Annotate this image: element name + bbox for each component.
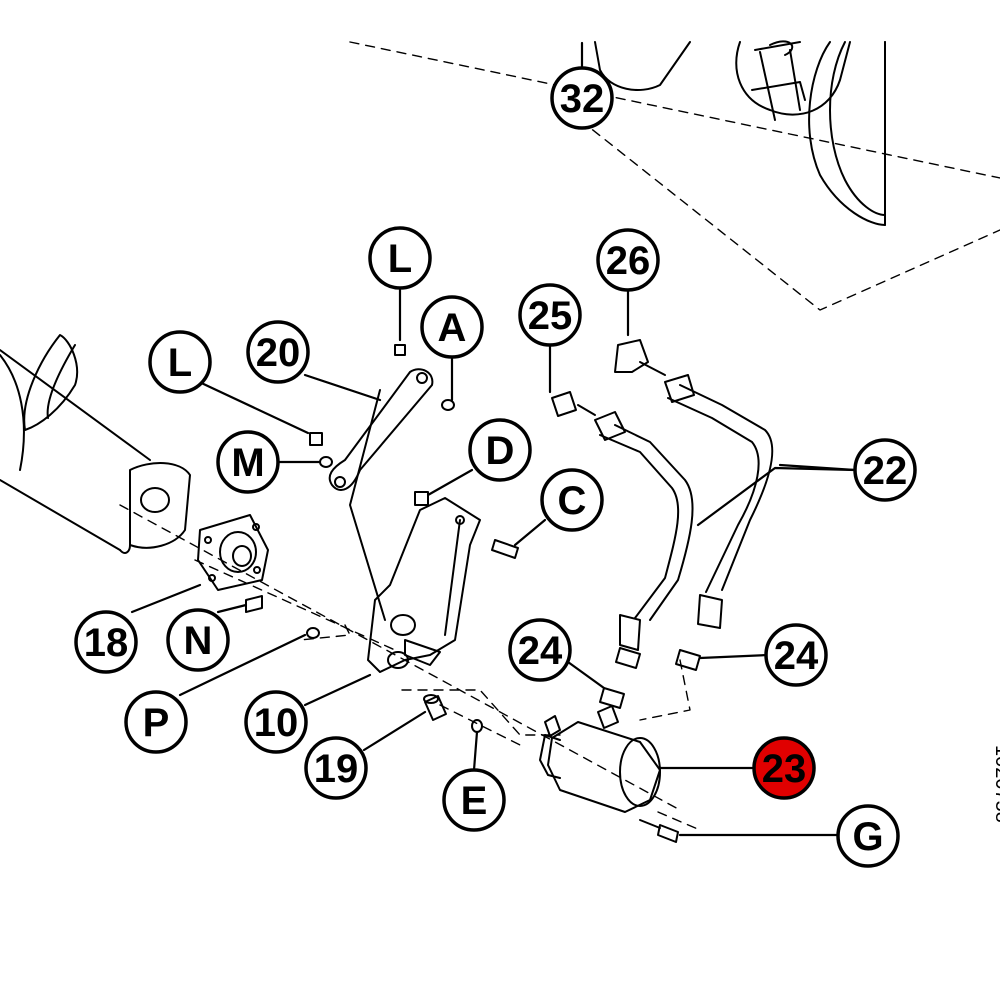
callout-23-label: 23 [762, 747, 807, 791]
upper-auger-tube [594, 40, 886, 226]
callout-25: 25 [518, 283, 582, 347]
callout-N: N [166, 608, 230, 672]
callout-P-label: P [143, 701, 170, 745]
callout-P: P [124, 690, 188, 754]
callout-D: D [468, 418, 532, 482]
callout-20-label: 20 [256, 331, 301, 375]
callout-C-label: C [558, 479, 587, 523]
callout-E-label: E [461, 779, 488, 823]
callout-18-label: 18 [84, 621, 129, 665]
callout-L-left: L [148, 330, 212, 394]
bearing-flange-part [197, 514, 269, 591]
callout-L-left-label: L [168, 341, 192, 385]
bushing-part [423, 694, 447, 721]
callout-L-upper: L [368, 226, 432, 290]
callout-18: 18 [74, 610, 138, 674]
callout-G: G [836, 804, 900, 868]
callout-A-label: A [438, 306, 467, 350]
document-number: 1020758 [991, 745, 1000, 823]
callout-L-upper-label: L [388, 237, 412, 281]
callout-N-label: N [184, 619, 213, 663]
callout-E: E [442, 768, 506, 832]
callout-A: A [420, 295, 484, 359]
callout-D-label: D [486, 429, 515, 473]
dashed-reference-lines [119, 41, 1000, 831]
callout-32-label: 32 [560, 77, 605, 121]
callout-26: 26 [596, 228, 660, 292]
callout-10: 10 [244, 690, 308, 754]
callout-19: 19 [304, 736, 368, 800]
callout-24-left: 24 [508, 618, 572, 682]
link-arm-part [328, 368, 434, 491]
callout-22: 22 [853, 438, 917, 502]
callout-26-label: 26 [606, 239, 651, 283]
callout-10-label: 10 [254, 701, 299, 745]
callout-22-label: 22 [863, 449, 908, 493]
hydraulic-motor-part [539, 705, 661, 813]
hydraulic-hoses [551, 339, 774, 709]
callout-C: C [540, 468, 604, 532]
hardware-fasteners [245, 344, 679, 843]
left-auger-tube [0, 334, 191, 554]
callout-32: 32 [550, 66, 614, 130]
callout-24-right-label: 24 [774, 634, 819, 678]
callout-24-right: 24 [764, 623, 828, 687]
callout-M: M [216, 430, 280, 494]
callout-M-label: M [231, 441, 264, 485]
callout-25-label: 25 [528, 294, 573, 338]
callout-19-label: 19 [314, 747, 359, 791]
callout-23-highlight-circle [752, 736, 816, 800]
callout-23-highlighted: 23 [752, 736, 816, 800]
callout-24-left-label: 24 [518, 629, 563, 673]
callout-20: 20 [246, 320, 310, 384]
callout-G-label: G [852, 815, 883, 859]
leader-lines [130, 41, 857, 837]
mounting-bracket-part [349, 389, 481, 673]
